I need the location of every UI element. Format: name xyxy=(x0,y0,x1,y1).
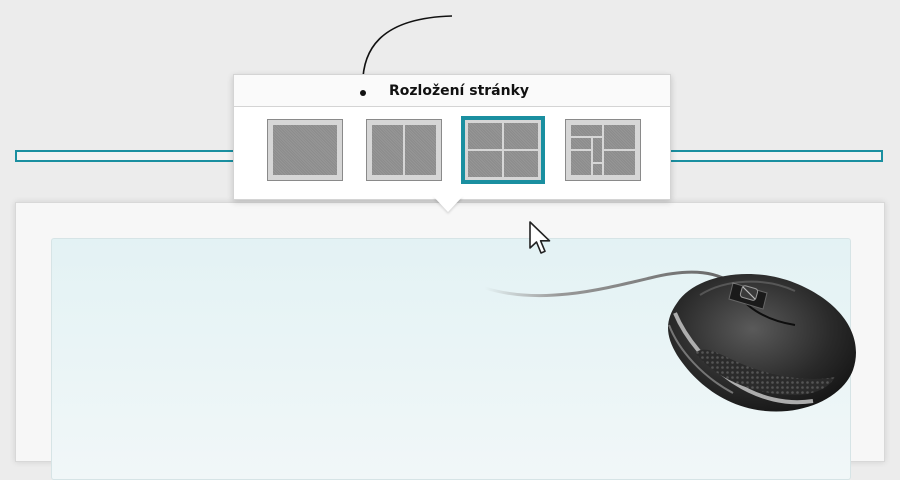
computer-mouse-icon xyxy=(668,273,856,412)
popup-title: Rozložení stránky xyxy=(388,82,530,99)
layout-option-mosaic[interactable] xyxy=(565,119,641,181)
layout-single-preview-icon xyxy=(273,125,337,175)
layout-four-grid-preview-icon xyxy=(468,123,538,177)
arrow-cursor-icon xyxy=(529,221,551,254)
page-layout-popup: Rozložení stránky xyxy=(233,74,671,200)
layout-mosaic-preview-icon xyxy=(571,125,635,175)
layout-option-four-grid[interactable] xyxy=(461,116,545,184)
popup-header: Rozložení stránky xyxy=(234,75,670,107)
popup-pointer xyxy=(433,196,463,212)
layout-option-single[interactable] xyxy=(267,119,343,181)
layout-two-columns-preview-icon xyxy=(372,125,436,175)
layout-option-two-columns[interactable] xyxy=(366,119,442,181)
mouse-cable xyxy=(483,270,732,298)
callout-dot xyxy=(360,90,366,96)
